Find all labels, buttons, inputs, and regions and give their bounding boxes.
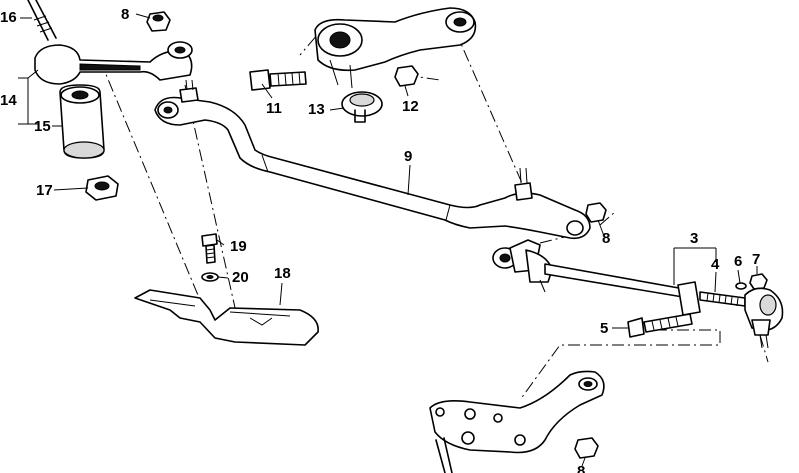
callout-5: 5 xyxy=(600,320,609,337)
part-19-bolt xyxy=(201,233,218,264)
part-14-idler-arm xyxy=(34,41,193,85)
callout-4: 4 xyxy=(711,256,720,273)
part-15-bushing xyxy=(59,84,105,159)
callout-13: 13 xyxy=(308,101,325,118)
part-16-bolt xyxy=(27,0,57,41)
callout-7: 7 xyxy=(752,251,761,268)
part-11-bolt xyxy=(249,69,307,91)
part-3-tie-rod xyxy=(492,239,701,316)
callout-11: 11 xyxy=(266,100,282,117)
callout-8-top-left: 8 xyxy=(121,6,130,23)
tie-rod-end-ball-joint xyxy=(744,287,784,349)
callout-12: 12 xyxy=(402,98,419,115)
part-18-bracket xyxy=(134,289,319,346)
callout-17: 17 xyxy=(36,182,53,199)
part-17-nut xyxy=(85,175,119,201)
callout-9: 9 xyxy=(404,148,413,165)
part-13-mount xyxy=(341,91,383,123)
part-12-nut xyxy=(394,65,419,87)
callout-6: 6 xyxy=(734,253,743,270)
part-4-end-threads xyxy=(699,291,746,307)
part-5-bolt xyxy=(627,313,693,338)
steering-box-bracket xyxy=(314,7,477,89)
part-8-nut-right xyxy=(585,202,607,223)
part-20-washer xyxy=(201,272,219,282)
callout-15: 15 xyxy=(34,118,51,135)
callout-8-right: 8 xyxy=(602,230,611,247)
callout-3: 3 xyxy=(690,230,699,247)
leader-lines xyxy=(18,13,758,467)
part-8-nut-bottom xyxy=(574,437,599,459)
callout-18: 18 xyxy=(274,265,291,282)
callout-20: 20 xyxy=(232,269,249,286)
callout-14: 14 xyxy=(0,92,17,109)
part-8-nut-top-left xyxy=(146,11,171,32)
idler-bracket-lower xyxy=(429,370,605,473)
part-6-washer xyxy=(735,282,747,290)
part-9-center-rod xyxy=(154,79,591,240)
part-7-nut xyxy=(749,273,768,290)
callout-16: 16 xyxy=(0,9,17,26)
callout-8-bottom: 8 xyxy=(577,463,586,473)
callout-19: 19 xyxy=(230,238,247,255)
